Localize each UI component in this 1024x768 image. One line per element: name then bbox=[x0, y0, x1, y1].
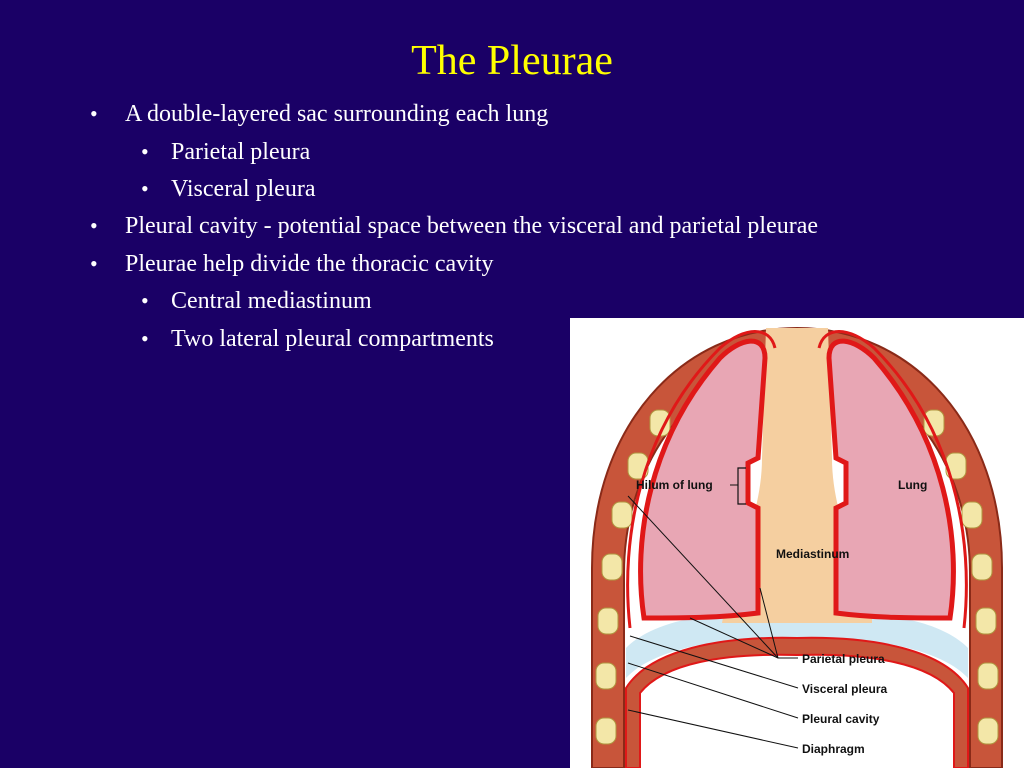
bullet-dot-icon: • bbox=[90, 213, 98, 238]
diaphragm-shape bbox=[625, 636, 969, 768]
pleura-diagram-svg: Hilum of lung Lung Mediastinum Parietal … bbox=[591, 326, 1003, 768]
hilum-label: Hilum of lung bbox=[636, 478, 713, 492]
bullet-text: Central mediastinum bbox=[171, 288, 372, 314]
bullet-text: Pleural cavity - potential space between… bbox=[125, 213, 819, 239]
lung-label: Lung bbox=[898, 478, 927, 492]
bullet-dot-icon: • bbox=[90, 101, 98, 126]
bullet-dot-icon: • bbox=[90, 251, 98, 276]
right-lung bbox=[826, 338, 956, 621]
bullet-dot-icon: • bbox=[141, 326, 149, 351]
leader-lines bbox=[627, 484, 799, 749]
hilum-bracket bbox=[737, 467, 746, 505]
parietal-pleura-line bbox=[626, 330, 777, 629]
bullet-item: • Visceral pleura bbox=[141, 174, 316, 204]
left-lung bbox=[638, 338, 768, 621]
bullet-text: Visceral pleura bbox=[171, 176, 316, 202]
bullet-item: • Two lateral pleural compartments bbox=[141, 324, 494, 354]
bullet-dot-icon: • bbox=[141, 139, 149, 164]
bullet-text: Parietal pleura bbox=[171, 139, 311, 165]
ribs bbox=[595, 409, 999, 745]
bullet-dot-icon: • bbox=[141, 288, 149, 313]
visceral-pleura-label: Visceral pleura bbox=[802, 682, 887, 696]
slide-title: The Pleurae bbox=[411, 38, 613, 84]
bullet-text: Pleurae help divide the thoracic cavity bbox=[125, 251, 494, 277]
diaphragm-label: Diaphragm bbox=[802, 742, 865, 756]
pleural-cavity-region bbox=[626, 614, 968, 678]
pleural-cavity-label: Pleural cavity bbox=[802, 712, 880, 726]
parietal-pleura-label: Parietal pleura bbox=[802, 652, 885, 666]
bullet-item: • A double-layered sac surrounding each … bbox=[90, 99, 549, 129]
bullet-text: A double-layered sac surrounding each lu… bbox=[125, 101, 549, 127]
mediastinum-label: Mediastinum bbox=[776, 547, 849, 561]
bullet-item: • Pleural cavity - potential space betwe… bbox=[90, 211, 819, 241]
parietal-pleura-line bbox=[817, 330, 968, 629]
pleura-diagram: Hilum of lung Lung Mediastinum Parietal … bbox=[570, 318, 1024, 768]
bullet-dot-icon: • bbox=[141, 176, 149, 201]
bullet-item: • Central mediastinum bbox=[141, 286, 372, 316]
bullet-text: Two lateral pleural compartments bbox=[171, 326, 494, 352]
bullet-item: • Pleurae help divide the thoracic cavit… bbox=[90, 249, 494, 279]
bullet-item: • Parietal pleura bbox=[141, 137, 311, 167]
